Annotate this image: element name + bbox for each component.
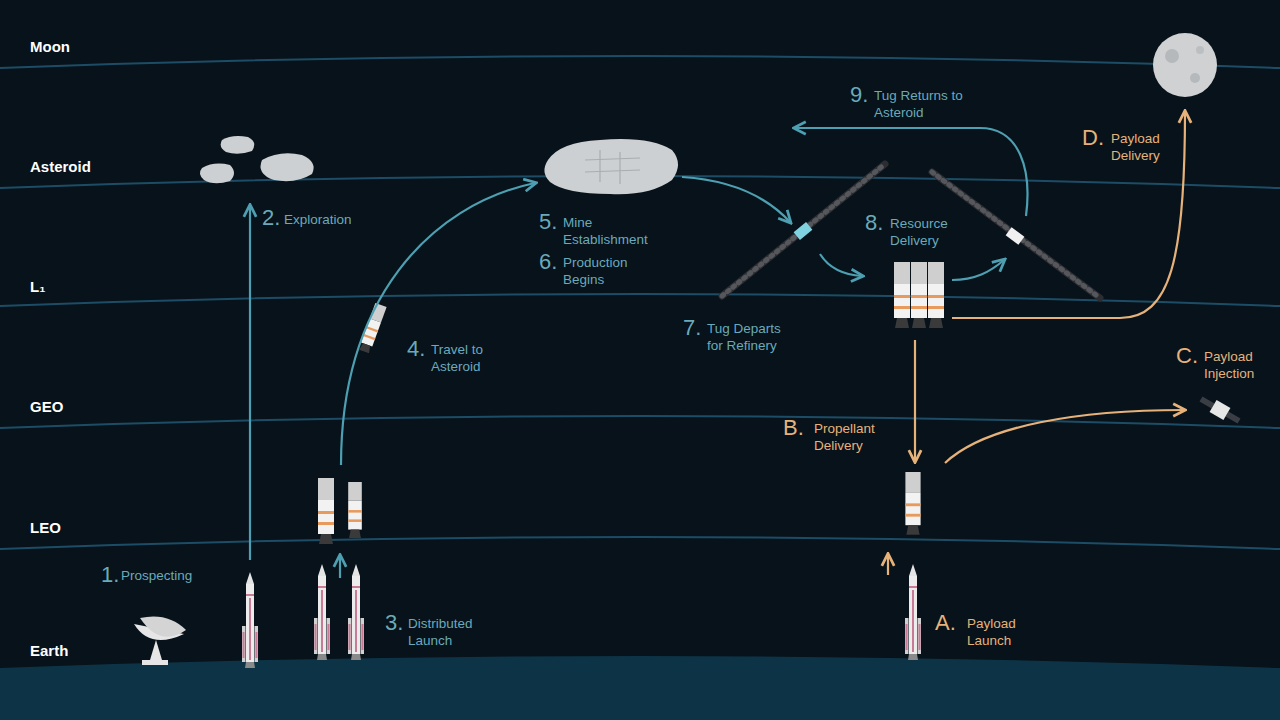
- step-label: Tug Departs for Refinery: [705, 320, 799, 354]
- callout-number: 4.: [407, 338, 425, 360]
- callout-number: 5.: [539, 211, 557, 233]
- callout-number: 1.: [101, 564, 119, 586]
- step-label: Mine Establishment: [561, 214, 665, 248]
- step-label: Distributed Launch: [406, 615, 500, 649]
- orbit-name: L₁: [30, 278, 45, 296]
- step-label: Payload Delivery: [1109, 130, 1183, 164]
- callout-number: 3.: [385, 612, 403, 634]
- step-label: Resource Delivery: [888, 215, 968, 249]
- step-label: Payload Injection: [1202, 348, 1276, 382]
- step-label: Exploration: [282, 211, 386, 228]
- step-label: Propellant Delivery: [812, 420, 902, 454]
- orbit-name: Asteroid: [30, 158, 91, 176]
- callout-number: C.: [1176, 345, 1198, 367]
- callout-number: 7.: [683, 317, 701, 339]
- orbit-name: LEO: [30, 519, 61, 537]
- step-label: Payload Launch: [965, 615, 1041, 649]
- callout-number: D.: [1082, 127, 1104, 149]
- callout-number: A.: [935, 612, 956, 634]
- step-label: Production Begins: [561, 254, 649, 288]
- step-label: Travel to Asteroid: [429, 341, 505, 375]
- callout-number: 2.: [262, 207, 280, 229]
- callout-number: 8.: [865, 212, 883, 234]
- callout-number: B.: [783, 417, 804, 439]
- callout-number: 6.: [539, 251, 557, 273]
- orbit-name: Earth: [30, 642, 68, 660]
- orbit-name: Moon: [30, 38, 70, 56]
- orbit-name: GEO: [30, 398, 63, 416]
- step-label: Prospecting: [119, 567, 233, 584]
- step-label: Tug Returns to Asteroid: [872, 87, 968, 121]
- callout-number: 9.: [850, 84, 868, 106]
